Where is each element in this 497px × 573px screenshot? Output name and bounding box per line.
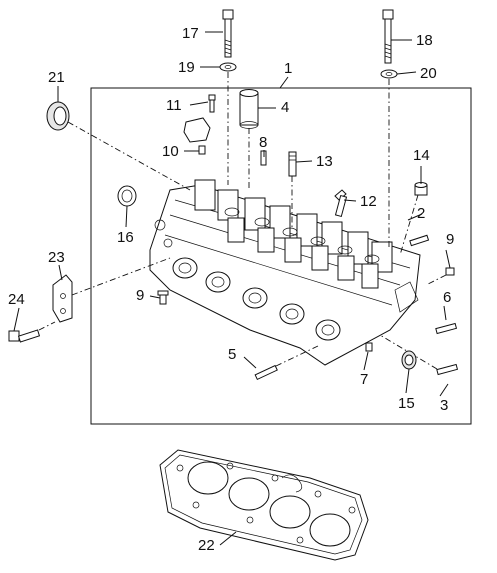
label-13: 13: [316, 153, 333, 170]
label-8: 8: [259, 134, 267, 151]
part-14-plug: [414, 182, 428, 196]
label-9-left: 9: [136, 287, 144, 304]
label-7: 7: [360, 371, 368, 388]
part-18-head-bolt: [382, 9, 394, 64]
label-2: 2: [417, 205, 425, 222]
part-12-stud: [334, 189, 348, 218]
part-17-head-bolt: [222, 9, 234, 58]
label-14: 14: [413, 147, 430, 164]
part-2-stud: [409, 234, 430, 247]
part-15-seal-ring: [401, 350, 417, 370]
part-22-head-gasket: [159, 449, 369, 561]
label-5: 5: [228, 346, 236, 363]
label-4: 4: [281, 99, 289, 116]
leader-lines: [13, 31, 451, 546]
part-6-stud: [435, 322, 458, 335]
part-21-oil-seal: [46, 101, 70, 131]
assembly-frame: [90, 87, 472, 425]
part-19-washer: [219, 62, 237, 72]
label-11: 11: [166, 97, 182, 114]
part-23-bracket: [52, 274, 73, 323]
part-16-plug: [117, 185, 137, 207]
part-13-dowel: [288, 151, 297, 177]
valve-springs: [224, 207, 380, 264]
label-17: 17: [182, 25, 199, 42]
part-labels: 1 2 3 4 5 6 7 8 9 9 10 11 12 13 14 15 16…: [8, 25, 454, 554]
part-5-stud: [254, 344, 321, 381]
cam-towers: [194, 179, 393, 289]
label-3: 3: [440, 397, 448, 414]
part-9-bolt-right: [425, 267, 455, 286]
label-18: 18: [416, 32, 433, 49]
label-21: 21: [48, 69, 65, 86]
label-16: 16: [117, 229, 134, 246]
label-6: 6: [443, 289, 451, 306]
part-3-stud: [379, 334, 459, 376]
label-1: 1: [284, 60, 292, 77]
part-11-bolt: [208, 94, 216, 113]
cylinder-head: [149, 179, 421, 366]
part-10-bearing-cap: [183, 117, 211, 155]
label-12: 12: [360, 193, 377, 210]
exhaust-ports: [172, 257, 341, 341]
part-24-bolt: [8, 329, 41, 343]
label-9-right: 9: [446, 231, 454, 248]
label-22: 22: [198, 537, 215, 554]
label-20: 20: [420, 65, 437, 82]
part-20-washer: [380, 69, 398, 79]
label-23: 23: [48, 249, 65, 266]
label-24: 24: [8, 291, 25, 308]
label-15: 15: [398, 395, 415, 412]
label-19: 19: [178, 59, 195, 76]
label-10: 10: [162, 143, 179, 160]
part-4-sleeve: [239, 89, 259, 129]
part-7-bolt: [365, 342, 373, 352]
part-9-bolt-left: [157, 290, 169, 305]
